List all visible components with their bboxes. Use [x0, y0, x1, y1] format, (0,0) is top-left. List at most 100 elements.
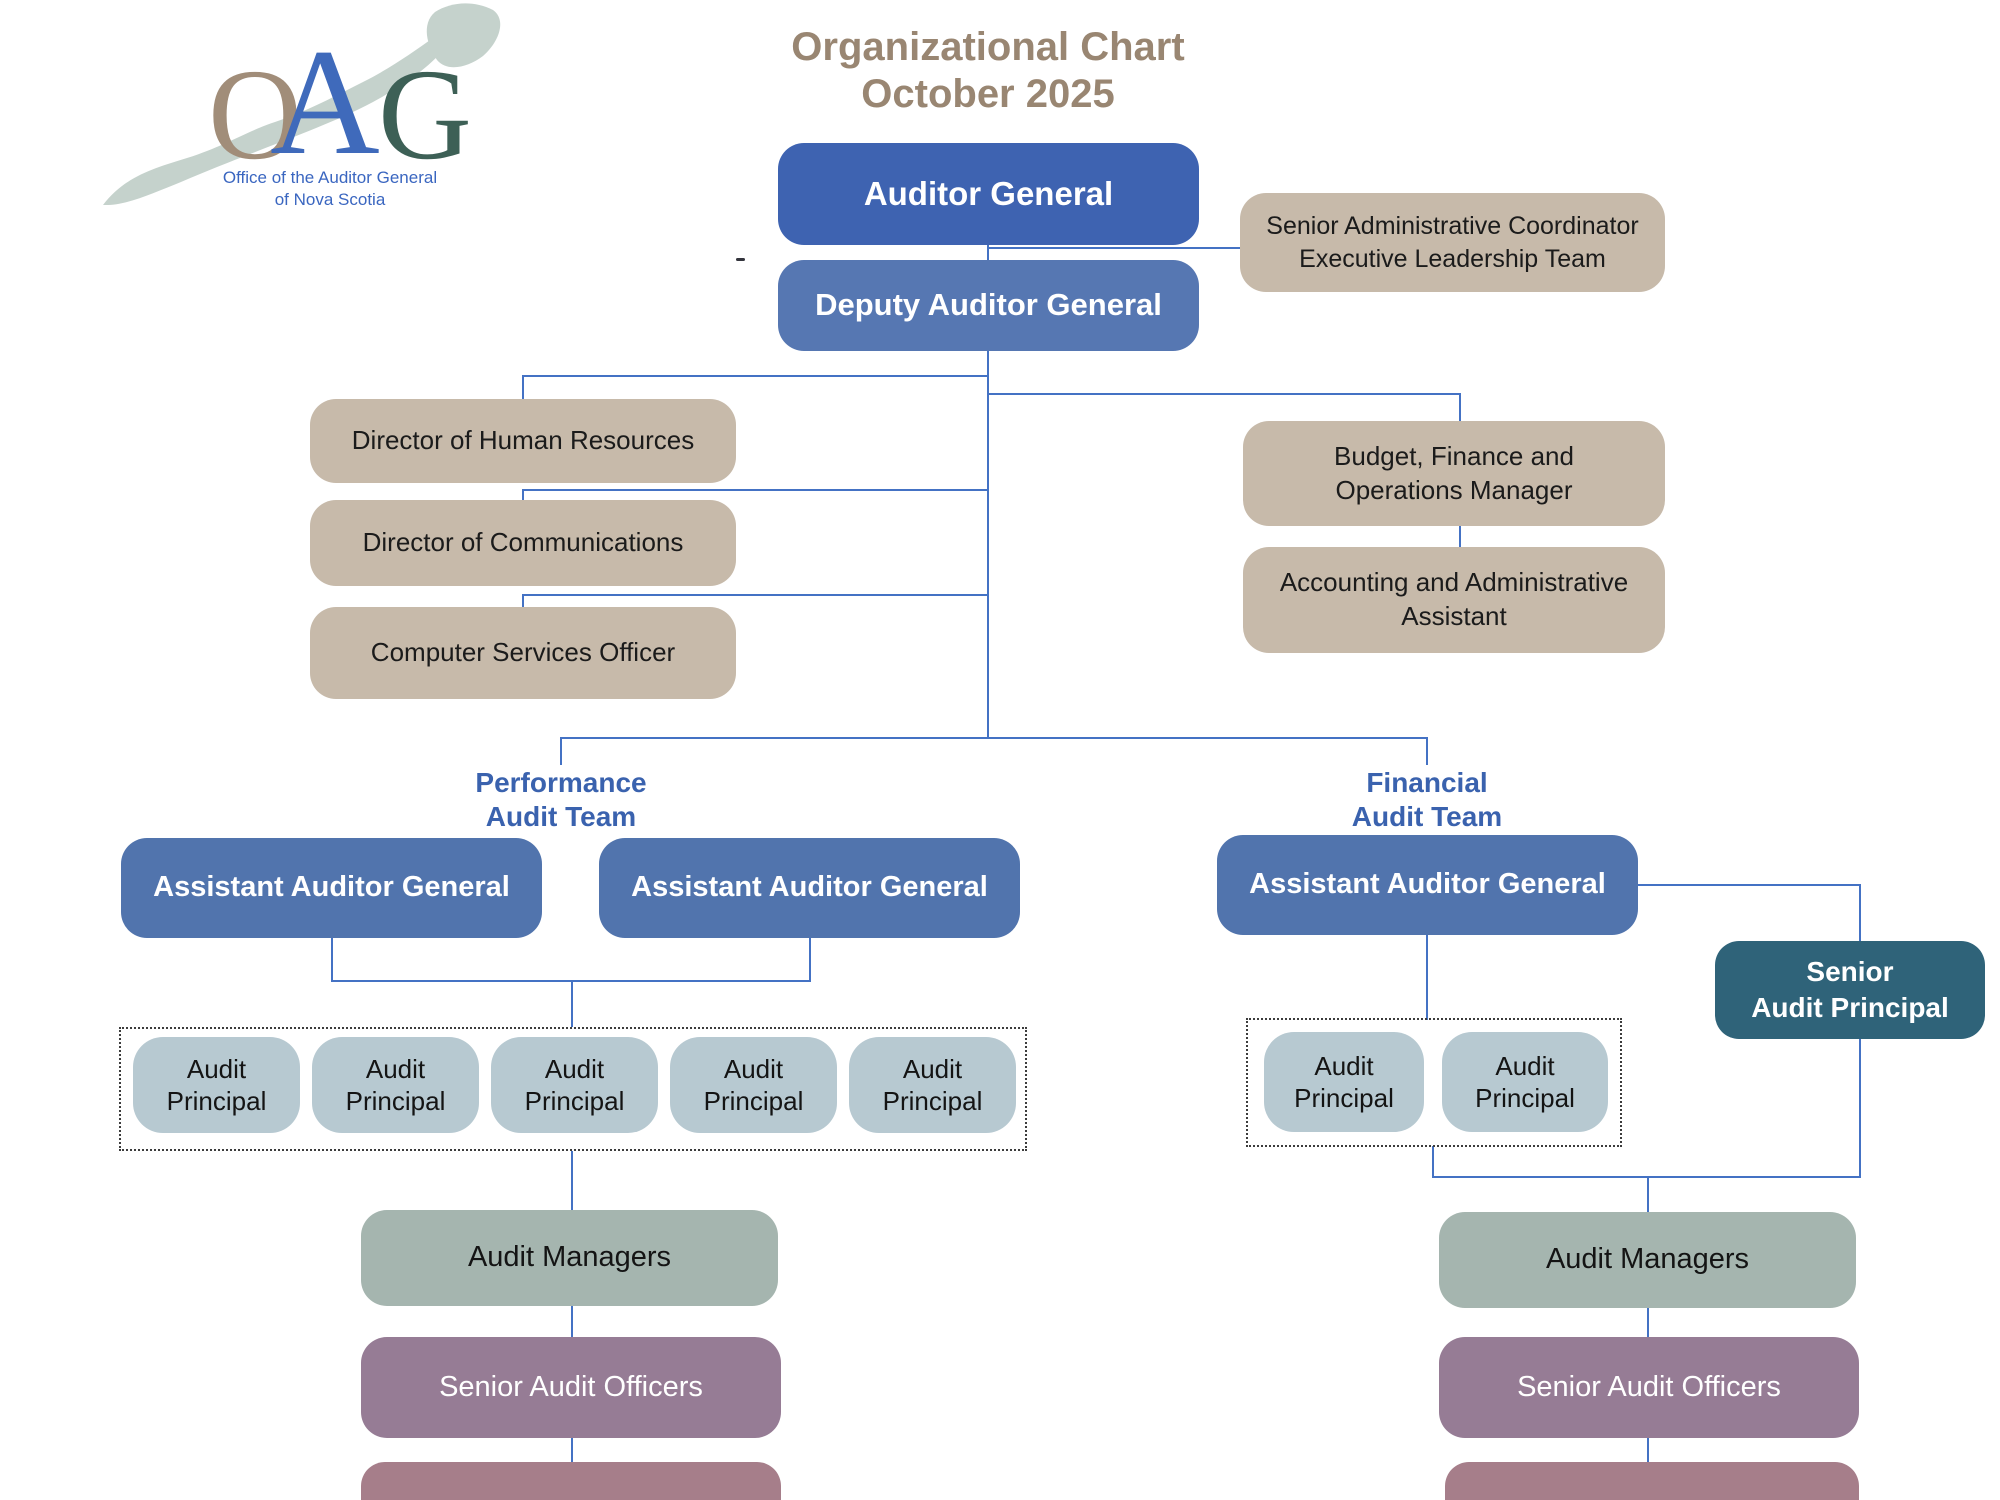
node-senior-audit-officers-performance: Senior Audit Officers — [361, 1337, 781, 1438]
node-senior-admin-line2: Executive Leadership Team — [1299, 244, 1606, 273]
connector-principals-left-managers — [571, 1151, 573, 1210]
node-am-left-label: Audit Managers — [467, 1241, 672, 1274]
node-senior-admin-line1: Senior Administrative Coordinator — [1266, 212, 1639, 240]
connector-cso-branch — [523, 594, 988, 596]
node-aag2-label: Assistant Auditor General — [631, 871, 988, 904]
node-ap3-line2: Principal — [524, 1086, 625, 1116]
connector-cso-drop — [522, 594, 524, 608]
connector-aag2-drop — [809, 937, 811, 982]
node-bottom-row-performance — [361, 1462, 781, 1500]
node-auditor-general: Auditor General — [778, 143, 1199, 245]
node-director-communications: Director of Communications — [310, 500, 736, 586]
node-am-right-label: Audit Managers — [1545, 1243, 1750, 1276]
node-bottom-row-financial — [1445, 1462, 1859, 1500]
connector-hr-drop — [522, 375, 524, 399]
node-ap7-line1: Audit — [1495, 1050, 1555, 1081]
node-accounting-administrative-assistant: Accounting and Administrative Assistant — [1243, 547, 1665, 653]
node-assistant-auditor-general-1: Assistant Auditor General — [121, 838, 542, 938]
performance-team-line1: Performance — [475, 767, 647, 798]
node-ap3-line1: Audit — [544, 1053, 605, 1084]
node-audit-principal-3: Audit Principal — [491, 1037, 658, 1133]
logo-caption: Office of the Auditor General of Nova Sc… — [150, 167, 510, 211]
node-director-comms-label: Director of Communications — [362, 527, 684, 558]
connector-ag-dag — [987, 245, 989, 261]
node-accounting-line2: Assistant — [1401, 601, 1507, 631]
page-title-line1: Organizational Chart — [791, 25, 1185, 69]
connector-aag1-drop — [331, 937, 333, 982]
node-audit-principal-4: Audit Principal — [670, 1037, 837, 1133]
connector-officers-left-bottom — [571, 1438, 573, 1462]
connector-managers-right-drop — [1647, 1176, 1649, 1212]
node-ap5-line2: Principal — [882, 1086, 983, 1116]
node-deputy-auditor-general-label: Deputy Auditor General — [815, 287, 1162, 323]
node-aag3-label: Assistant Auditor General — [1249, 868, 1606, 901]
node-audit-principal-6: Audit Principal — [1264, 1032, 1424, 1132]
connector-dag-trunk — [987, 351, 989, 737]
node-ap2-line1: Audit — [365, 1053, 426, 1084]
node-ap5-line1: Audit — [902, 1053, 963, 1084]
node-budget-finance-operations-manager: Budget, Finance and Operations Manager — [1243, 421, 1665, 526]
node-audit-principal-1: Audit Principal — [133, 1037, 300, 1133]
performance-team-label: Performance Audit Team — [411, 766, 711, 834]
connector-team-split — [561, 737, 1427, 739]
connector-principals-right-drop — [1432, 1146, 1434, 1176]
node-deputy-auditor-general: Deputy Auditor General — [778, 260, 1199, 351]
node-ap1-line2: Principal — [166, 1086, 267, 1116]
node-computer-services-label: Computer Services Officer — [370, 637, 676, 668]
node-director-human-resources: Director of Human Resources — [310, 399, 736, 483]
node-sap-line2: Audit Principal — [1751, 992, 1949, 1023]
financial-team-label: Financial Audit Team — [1277, 766, 1577, 834]
connector-comms-branch — [523, 489, 988, 491]
logo-letter-a: A — [270, 18, 380, 186]
logo-letter-g: G — [378, 43, 472, 187]
node-assistant-auditor-general-3: Assistant Auditor General — [1217, 835, 1638, 935]
connector-sap-top-drop — [1859, 884, 1861, 941]
node-ap1-line1: Audit — [186, 1053, 247, 1084]
node-computer-services-officer: Computer Services Officer — [310, 607, 736, 699]
oag-logo: O A G Office of the Auditor General of N… — [95, 0, 515, 222]
node-budget-line1: Budget, Finance and — [1334, 440, 1574, 471]
node-ap7-line2: Principal — [1475, 1083, 1575, 1113]
connector-financial-merge — [1432, 1176, 1861, 1178]
logo-letter-o: O — [208, 43, 302, 187]
stray-mark — [736, 258, 745, 261]
connector-principals-left-drop — [571, 980, 573, 1027]
connector-managers-left-officers — [571, 1306, 573, 1337]
connector-hr-branch — [523, 375, 988, 377]
node-audit-managers-performance: Audit Managers — [361, 1210, 778, 1306]
performance-principals-group — [119, 1027, 1027, 1151]
node-senior-administrative-coordinator: Senior Administrative Coordinator Execut… — [1240, 193, 1665, 292]
financial-principals-group — [1246, 1018, 1622, 1147]
connector-budget-accounting — [1459, 526, 1461, 547]
node-senior-audit-principal: Senior Audit Principal — [1715, 941, 1985, 1039]
connector-sap-bottom — [1859, 1039, 1861, 1176]
connector-financial-drop — [1426, 737, 1428, 765]
connector-aag3-drop — [1426, 935, 1428, 1020]
node-sao-left-label: Senior Audit Officers — [439, 1370, 703, 1403]
node-ap2-line2: Principal — [345, 1086, 446, 1116]
node-ap4-line2: Principal — [703, 1086, 804, 1116]
page-title-line2: October 2025 — [861, 72, 1115, 117]
node-sao-right-label: Senior Audit Officers — [1517, 1370, 1781, 1403]
logo-caption-line1: Office of the Auditor General — [222, 168, 438, 187]
financial-team-line2: Audit Team — [1351, 801, 1503, 833]
node-ap4-line1: Audit — [723, 1053, 784, 1084]
node-ap6-line1: Audit — [1314, 1050, 1374, 1081]
logo-caption-line2: of Nova Scotia — [274, 190, 386, 210]
node-director-hr-label: Director of Human Resources — [351, 425, 695, 456]
connector-budget-drop — [1459, 393, 1461, 421]
node-ap6-line2: Principal — [1294, 1083, 1394, 1113]
connector-managers-right-officers — [1647, 1308, 1649, 1337]
node-auditor-general-label: Auditor General — [863, 174, 1114, 212]
node-audit-principal-2: Audit Principal — [312, 1037, 479, 1133]
connector-officers-right-bottom — [1647, 1438, 1649, 1462]
node-budget-line2: Operations Manager — [1335, 474, 1573, 505]
connector-budget-branch — [988, 393, 1460, 395]
connector-aag3-sap — [1637, 884, 1861, 886]
connector-comms-drop — [522, 489, 524, 502]
financial-team-line1: Financial — [1366, 767, 1488, 798]
connector-senior-admin — [988, 247, 1242, 249]
node-accounting-line1: Accounting and Administrative — [1279, 567, 1629, 598]
connector-performance-drop — [560, 737, 562, 765]
